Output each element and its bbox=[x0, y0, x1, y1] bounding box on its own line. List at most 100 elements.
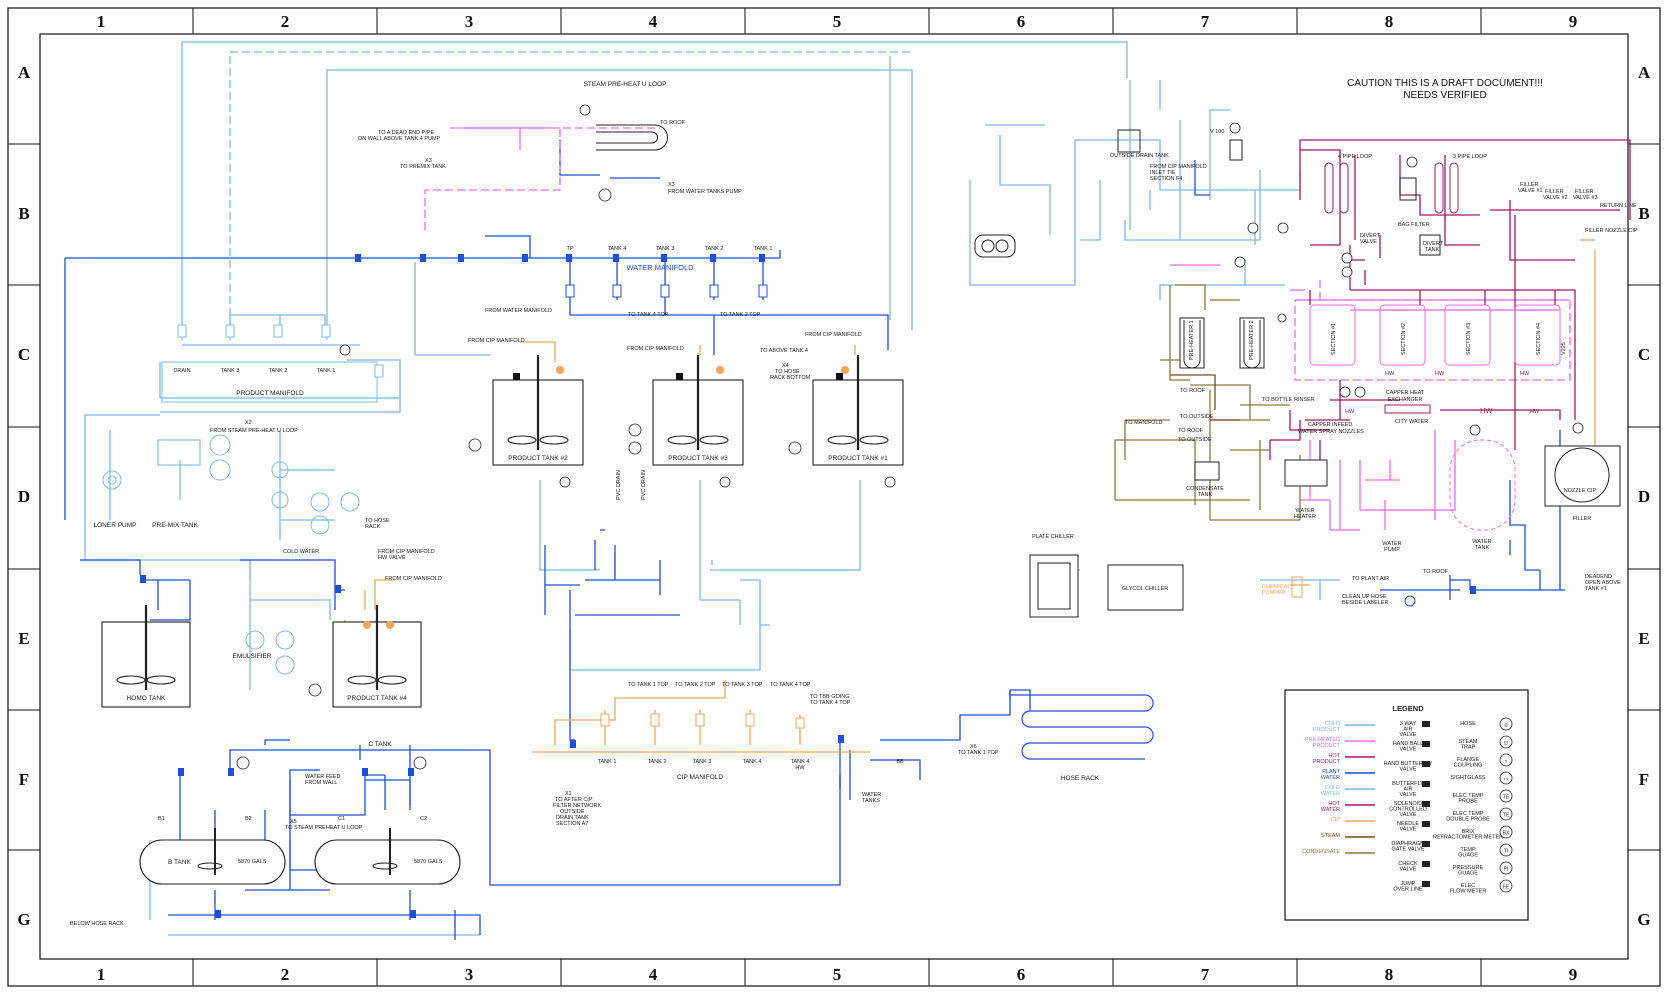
divert-tank[interactable] bbox=[1419, 234, 1441, 256]
legend-symbol-label-2: GUAGE bbox=[1458, 871, 1478, 877]
legend-valve-label: HAND BALL bbox=[1393, 741, 1424, 747]
glycol-chiller[interactable] bbox=[1107, 564, 1184, 611]
filler[interactable] bbox=[1544, 445, 1621, 507]
grid-column-label: 9 bbox=[1569, 965, 1578, 984]
clean-up-hose-label: CLEAN UP HOSE bbox=[1342, 594, 1387, 600]
legend-valve-icon bbox=[1422, 861, 1430, 867]
hw-label: HW bbox=[1480, 406, 1493, 415]
to-tank4-top-b-label: TO TANK 4 TOP bbox=[810, 700, 851, 706]
capper-heat-exchanger[interactable] bbox=[1384, 404, 1431, 414]
legend-valve-label: VALVE bbox=[1400, 767, 1417, 773]
legend-symbol-label-2: PROBE bbox=[1458, 799, 1478, 805]
rack-bottom-label: RACK BOTTOM bbox=[770, 375, 811, 381]
cold-water-label: COLD WATER bbox=[283, 549, 319, 555]
to-tank1-top-label: TO TANK 1 TOP bbox=[628, 682, 669, 688]
product-tank-3[interactable] bbox=[652, 355, 744, 466]
to-tank2-top-label: TO TANK 2 TOP bbox=[720, 312, 761, 318]
legend-line-name-2: PRODUCT bbox=[1313, 727, 1341, 733]
b-tank[interactable] bbox=[139, 828, 286, 885]
product-tank-1[interactable] bbox=[812, 355, 904, 466]
return-line-label: RETURN LINE bbox=[1600, 203, 1637, 209]
to-roof-c-label: TO ROOF bbox=[1180, 388, 1206, 394]
wm-tank4-label: TANK 4 bbox=[608, 246, 627, 252]
valve-symbols bbox=[140, 254, 1476, 918]
condensate-tank2-label: TANK bbox=[1198, 492, 1213, 498]
water-tank[interactable] bbox=[1449, 439, 1516, 531]
legend-symbol-types: HOSE◎STEAMTRAP⊡FLANGECOUPLING▪SIGHTGLASS… bbox=[1433, 717, 1513, 895]
grid-row-label: E bbox=[18, 629, 29, 648]
legend-line-name: COLD bbox=[1325, 721, 1340, 727]
legend-symbol-label: HOSE bbox=[1460, 721, 1476, 727]
legend-symbol-icon bbox=[1499, 843, 1513, 857]
grid-column-label: 4 bbox=[649, 965, 658, 984]
pre-heater-2[interactable] bbox=[1239, 317, 1265, 369]
steam-preheat-u-loop[interactable] bbox=[596, 124, 668, 151]
bag-filter[interactable] bbox=[1399, 177, 1417, 201]
grid-row-label: C bbox=[18, 345, 30, 364]
legend-symbol-mark: ◎ bbox=[1504, 723, 1509, 729]
grid-column-label: 9 bbox=[1569, 12, 1578, 31]
v100-vessel[interactable] bbox=[1229, 139, 1243, 161]
premix-tank[interactable] bbox=[157, 434, 231, 481]
legend-valve-label: HAND BUTTERFLY bbox=[1384, 761, 1433, 767]
legend-valve-icon bbox=[1422, 801, 1430, 807]
plate-chiller[interactable] bbox=[1029, 554, 1079, 618]
filler-valve-2b-label: VALVE #2 bbox=[1543, 195, 1568, 201]
legend-symbol-icon bbox=[1499, 879, 1513, 893]
legend-valve-label: DIAPHRAGM bbox=[1391, 841, 1425, 847]
filter-network-label: FILTER NETWORK bbox=[553, 803, 602, 809]
c-tank[interactable] bbox=[314, 828, 461, 885]
capper-heat-exchanger-label: CAPPER HEAT bbox=[1386, 390, 1425, 396]
mixer-skid[interactable] bbox=[974, 234, 1016, 258]
grid-column-label: 4 bbox=[649, 12, 658, 31]
to-after-cip-label: TO AFTER CIP bbox=[555, 797, 593, 803]
to-premix-tank-label: TO PREMIX TANK bbox=[400, 164, 446, 170]
inlet-tie-label: INLET TIE bbox=[1150, 170, 1176, 176]
legend-valve-label: VALVE bbox=[1400, 792, 1417, 798]
product-tank-4[interactable] bbox=[332, 605, 422, 708]
chemical-pumper2-label: PUMPER bbox=[1262, 590, 1286, 596]
b-gals-label: 5870 GALS bbox=[238, 859, 267, 865]
to-roof-a-label: TO ROOF bbox=[660, 120, 686, 126]
v100-label: V 100 bbox=[1210, 129, 1224, 135]
product-manifold[interactable] bbox=[161, 324, 384, 403]
wm-tank3-label: TANK 3 bbox=[656, 246, 675, 252]
pm-tank3-label: TANK 3 bbox=[221, 368, 240, 374]
section-a7-label: SECTION A7 bbox=[556, 821, 588, 827]
grid-column-label: 8 bbox=[1385, 12, 1394, 31]
grid-column-label: 5 bbox=[833, 12, 842, 31]
legend-line-name-2: WATER bbox=[1321, 807, 1340, 813]
condensate-tank[interactable] bbox=[1194, 461, 1220, 481]
legend-symbol-icon bbox=[1499, 807, 1513, 821]
condensate-tank-label: CONDENSATE bbox=[1186, 486, 1224, 492]
water-heater2-label: HEATER bbox=[1294, 514, 1316, 520]
water-heater[interactable] bbox=[1284, 459, 1328, 487]
grid-column-label: 8 bbox=[1385, 965, 1394, 984]
outside-drain-tank[interactable] bbox=[1117, 129, 1141, 153]
grid-column-label: 1 bbox=[97, 12, 106, 31]
grid-column-label: 1 bbox=[97, 965, 106, 984]
to-hose-rack-label: TO HOSE bbox=[365, 518, 390, 524]
water-spray-nozzles-label: WATER SPRAY NOZZLES bbox=[1298, 429, 1364, 435]
homo-tank[interactable] bbox=[101, 605, 191, 708]
section-2-label: SECTION #2 bbox=[1401, 323, 1407, 355]
pre-heater-1[interactable] bbox=[1179, 317, 1205, 369]
product-tank-2[interactable] bbox=[492, 355, 584, 466]
emulsifier[interactable] bbox=[245, 630, 295, 675]
to-plant-air-label: TO PLANT AIR bbox=[1352, 576, 1389, 582]
legend-line-name: PLANT bbox=[1322, 769, 1340, 775]
filler-valve-1b-label: VALVE #1 bbox=[1518, 188, 1543, 194]
b1-label: B1 bbox=[158, 816, 165, 822]
c2-label: C2 bbox=[420, 816, 427, 822]
clean-up-hose[interactable] bbox=[1404, 595, 1416, 607]
wm-tank1-label: TANK 1 bbox=[754, 246, 773, 252]
loner-pump[interactable] bbox=[102, 470, 122, 490]
legend-symbol-mark: TE bbox=[1503, 795, 1510, 801]
hose-rack[interactable] bbox=[1010, 694, 1154, 760]
to-tank3-top-label: TO TANK 3 TOP bbox=[722, 682, 763, 688]
section-1-label: SECTION #1 bbox=[1331, 323, 1337, 355]
pre-heater-1-label: PRE-HEATER 1 bbox=[1189, 320, 1195, 360]
chemical-pumper[interactable] bbox=[1291, 576, 1303, 598]
x6-label: X6 bbox=[970, 744, 977, 750]
hw-valve-label: HW VALVE bbox=[378, 555, 406, 561]
